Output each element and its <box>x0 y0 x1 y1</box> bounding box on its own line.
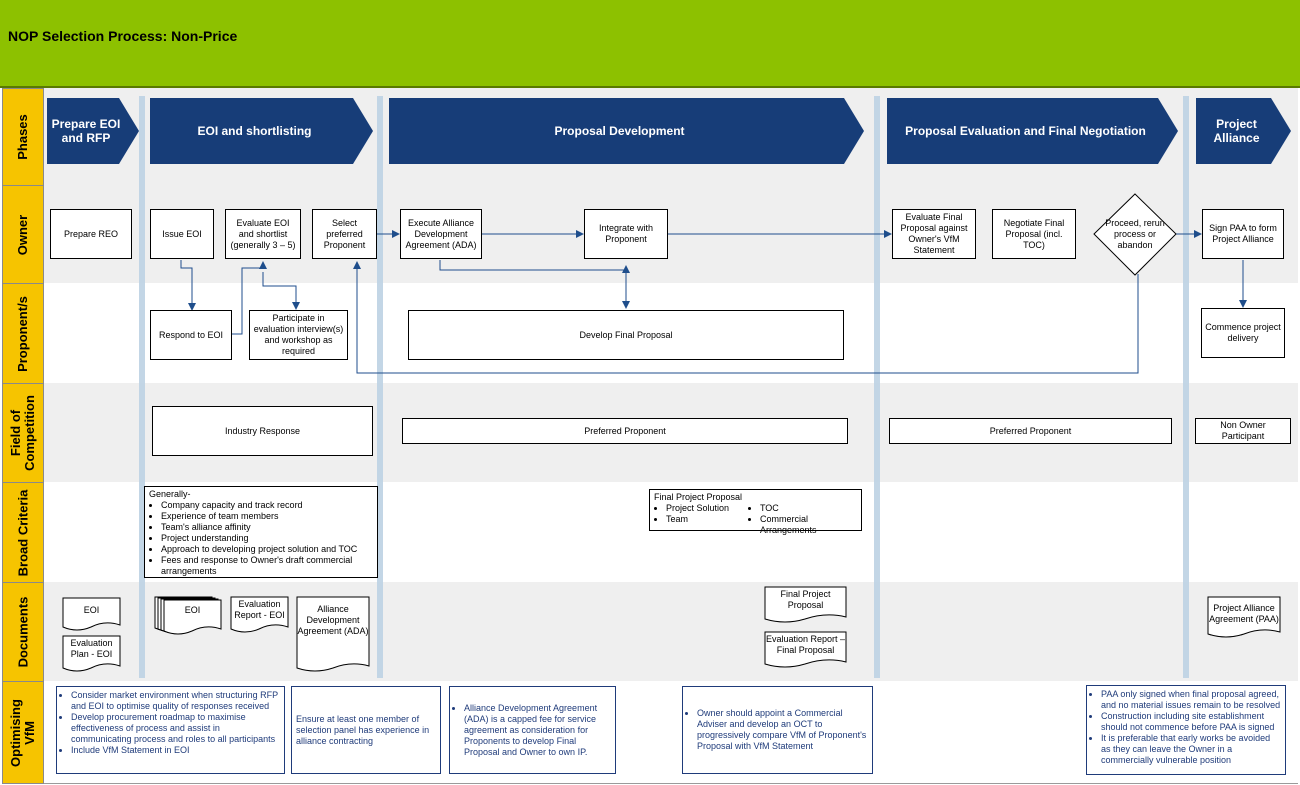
doc-evaluation-plan: Evaluation Plan - EOI <box>70 638 113 659</box>
phase-divider <box>874 96 880 678</box>
header-bar: NOP Selection Process: Non-Price <box>0 0 1300 88</box>
lane-label-documents: Documents <box>2 582 44 682</box>
phase-divider <box>139 96 145 678</box>
criteria-item: TOC <box>760 503 857 514</box>
vfm-item: Develop procurement roadmap to maximise … <box>71 712 280 745</box>
doc-eoi: EOI <box>83 604 100 615</box>
phase-proposal-evaluation: Proposal Evaluation and Final Negotiatio… <box>887 98 1178 164</box>
non-owner-participant-box: Non Owner Participant <box>1195 418 1291 444</box>
execute-ada-box: Execute Alliance Development Agreement (… <box>400 209 482 259</box>
develop-final-box: Develop Final Proposal <box>408 310 844 360</box>
participate-box: Participate in evaluation interview(s) a… <box>249 310 348 360</box>
phase-divider <box>1183 96 1189 678</box>
preferred-proponent-box: Preferred Proponent <box>889 418 1172 444</box>
vfm-box-ada: Alliance Development Agreement (ADA) is … <box>449 686 616 774</box>
industry-response-box: Industry Response <box>152 406 373 456</box>
vfm-item: PAA only signed when final proposal agre… <box>1101 689 1281 711</box>
lane-label-phases: Phases <box>2 88 44 186</box>
final-criteria-box: Final Project Proposal Project Solution … <box>649 489 862 535</box>
doc-ada: Alliance Development Agreement (ADA) <box>297 603 369 636</box>
vfm-box-paa: PAA only signed when final proposal agre… <box>1086 685 1286 775</box>
phase-proposal-development: Proposal Development <box>389 98 864 164</box>
evaluate-final-box: Evaluate Final Proposal against Owner's … <box>892 209 976 259</box>
doc-final-proposal: Final Project Proposal <box>780 589 831 610</box>
vfm-item: Include VfM Statement in EOI <box>71 745 280 756</box>
negotiate-box: Negotiate Final Proposal (incl. TOC) <box>992 209 1076 259</box>
doc-evaluation-report-eoi: Evaluation Report - EOI <box>234 599 285 620</box>
page-title: NOP Selection Process: Non-Price <box>8 28 238 44</box>
sign-paa-box: Sign PAA to form Project Alliance <box>1202 209 1284 259</box>
criteria-item: Fees and response to Owner's draft comme… <box>161 555 373 577</box>
evaluate-eoi-box: Evaluate EOI and shortlist (generally 3 … <box>225 209 301 259</box>
criteria-item: Approach to developing project solution … <box>161 544 373 555</box>
vfm-box-selection-panel: Ensure at least one member of selection … <box>291 686 441 774</box>
preferred-proponent-box: Preferred Proponent <box>402 418 848 444</box>
phase-eoi-shortlisting: EOI and shortlisting <box>150 98 373 164</box>
commence-delivery-box: Commence project delivery <box>1201 308 1285 358</box>
prepare-reo-box: Prepare REO <box>50 209 132 259</box>
vfm-item: It is preferable that early works be avo… <box>1101 733 1281 766</box>
decision-label: Proceed, rerun process or abandon <box>1105 217 1165 250</box>
vfm-box-commercial-adviser: Owner should appoint a Commercial Advise… <box>682 686 873 774</box>
criteria-item: Project Solution <box>666 503 748 514</box>
issue-eoi-box: Issue EOI <box>150 209 214 259</box>
doc-paa: Project Alliance Agreement (PAA) <box>1209 603 1279 624</box>
vfm-item: Ensure at least one member of selection … <box>296 713 430 746</box>
phase-project-alliance: Project Alliance <box>1196 98 1291 164</box>
vfm-item: Construction including site establishmen… <box>1101 711 1281 733</box>
general-criteria-box: Generally- Company capacity and track re… <box>144 486 378 578</box>
phase-divider <box>377 96 383 678</box>
lane-label-vfm: Optimising VfM <box>2 681 44 784</box>
lane-label-criteria: Broad Criteria <box>2 482 44 583</box>
criteria-item: Commercial Arrangements <box>760 514 857 536</box>
select-proponent-box: Select preferred Proponent <box>312 209 377 259</box>
criteria-item: Team's alliance affinity <box>161 522 373 533</box>
criteria-item: Team <box>666 514 748 525</box>
doc-eoi-stack: EOI <box>184 604 201 615</box>
general-criteria-title: Generally- <box>149 489 191 499</box>
phase-prepare-eoi: Prepare EOI and RFP <box>47 98 139 164</box>
final-criteria-title: Final Project Proposal <box>654 492 743 502</box>
integrate-box: Integrate with Proponent <box>584 209 668 259</box>
doc-evaluation-report-final: Evaluation Report – Final Proposal <box>765 634 846 655</box>
vfm-item: Consider market environment when structu… <box>71 690 280 712</box>
criteria-item: Project understanding <box>161 533 373 544</box>
respond-eoi-box: Respond to EOI <box>150 310 232 360</box>
criteria-item: Company capacity and track record <box>161 500 373 511</box>
vfm-item: Owner should appoint a Commercial Advise… <box>697 708 868 752</box>
criteria-item: Experience of team members <box>161 511 373 522</box>
vfm-box-eoi: Consider market environment when structu… <box>56 686 285 774</box>
vfm-item: Alliance Development Agreement (ADA) is … <box>464 703 611 758</box>
decision-diamond <box>1093 193 1177 276</box>
